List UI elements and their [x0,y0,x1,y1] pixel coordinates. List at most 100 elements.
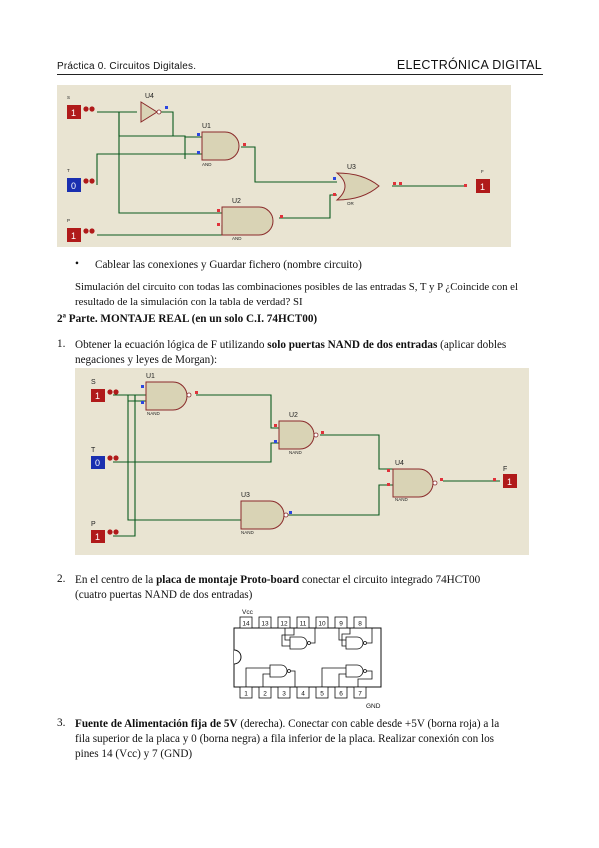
nand-label-u1: U1 [146,373,155,380]
sim-text-line-2: resultado de la simulación con la tabla … [75,296,303,308]
input2-t[interactable] [91,456,105,469]
gate-label-u4: U4 [145,93,154,100]
input2-s[interactable] [91,389,105,402]
gate-tag-u2: AND [232,236,242,241]
ic-bottom-pin-label-2: 2 [263,691,267,698]
input-p-value: 1 [71,231,76,241]
sim-text-line-1: Simulación del circuito con todas las co… [75,281,518,293]
ic-internal-gates [245,628,373,687]
gate-label-u3: U3 [347,164,356,171]
input2-label-p: P [91,521,96,528]
item2-line-1: En el centro de la placa de montaje Prot… [75,574,481,586]
ic-top-pin-label-12: 12 [280,621,288,628]
or-gate-u3 [335,172,380,201]
ic-bottom-pin-box-3 [277,686,291,699]
ic-top-pin-label-14: 14 [242,621,250,628]
item2-number: 2. [57,573,66,585]
output2-f [503,474,517,488]
ic-top-pin-label-10: 10 [318,621,326,628]
item1-number: 1. [57,338,66,350]
nand-gate-u3 [240,500,285,530]
bullet-icon: • [75,258,79,270]
item3-line-1: Fuente de Alimentación fija de 5V (derec… [75,718,500,730]
item3-line-2: fila superior de la placa y 0 (borna neg… [75,733,495,745]
ic-top-pin-label-8: 8 [358,621,362,628]
ic-bottom-pin-box-4 [296,686,310,699]
gate-tag-u1: AND [202,162,212,167]
item3-number: 3. [57,717,66,729]
ic-gnd-label: GND [366,703,381,710]
ic-bottom-pin-box-7 [353,686,367,699]
bullet-text: Cablear las conexiones y Guardar fichero… [95,259,362,271]
nand-tag-u4: NAND [395,497,409,502]
item1-line-2: negaciones y leyes de Morgan): [75,354,218,366]
ic-top-pin-box-14 [239,616,253,629]
input2-p-value: 1 [95,532,100,542]
input-s-value: 1 [71,108,76,118]
ic-top-pin-label-13: 13 [261,621,269,628]
input-p[interactable] [67,228,81,242]
gate-tag-u3: OR [347,201,355,206]
input2-s-value: 1 [95,391,100,401]
circuit-diagram-2: U1 NAND U2 NAND U3 NAND U4 NAND S 1 T 0 … [75,368,529,555]
input2-t-value: 0 [95,458,100,468]
and-gate-u2 [221,206,274,236]
output-f [476,179,490,193]
part2-title: 2ª Parte. MONTAJE REAL (en un solo C.I. … [57,313,318,325]
not-gate-u4 [140,101,158,123]
item3-line-3: pines 14 (Vcc) y 7 (GND) [75,748,193,760]
nand-label-u4: U4 [395,460,404,467]
gate-label-u1: U1 [202,123,211,130]
header-left: Práctica 0. Circuitos Digitales. [57,61,197,72]
ic-bottom-pin-box-6 [334,686,348,699]
ic-top-pin-box-8 [353,616,367,629]
ic-top-pin-box-13 [258,616,272,629]
header-rule [57,74,543,75]
output-label-f: F [481,169,484,174]
nand-label-u2: U2 [289,412,298,419]
ic-bottom-pin-label-6: 6 [339,691,343,698]
ic-top-pins: 14 13 12 11 10 9 8 [239,616,367,629]
ic-top-pin-box-10 [315,616,329,629]
input-label-s: S [67,95,70,100]
nand-tag-u1: NAND [147,411,161,416]
ic-top-pin-box-9 [334,616,348,629]
ic-top-pin-box-12 [277,616,291,629]
item2-line-2: (cuatro puertas NAND de dos entradas) [75,589,253,601]
ic-bottom-pin-label-5: 5 [320,691,324,698]
input-t-value: 0 [71,181,76,191]
ic-top-pin-box-11 [296,616,310,629]
output2-label-f: F [503,466,507,473]
ic-bottom-pin-label-7: 7 [358,691,362,698]
circuit-diagram-1: U4 U1 AND U3 OR U2 AND S 1 T 0 P 1 [57,85,511,247]
ic-vcc-label: Vcc [242,609,254,616]
ic-body [233,627,382,688]
ic-bottom-pin-label-1: 1 [244,691,248,698]
ic-bottom-pin-box-2 [258,686,272,699]
item1-line-1: Obtener la ecuación lógica de F utilizan… [75,339,507,351]
output-f-value: 1 [480,182,485,192]
ic-bottom-pin-label-3: 3 [282,691,286,698]
ic-top-pin-label-9: 9 [339,621,343,628]
input-label-t: T [67,168,70,173]
input-s[interactable] [67,105,81,119]
nand-gate-u2 [278,420,315,450]
ic-bottom-pins: 1 2 3 4 5 6 7 [239,686,367,699]
nand-gate-u1 [145,381,188,411]
header-right: ELECTRÓNICA DIGITAL [396,58,542,72]
input2-label-s: S [91,379,96,386]
input-t[interactable] [67,178,81,192]
ic-top-pin-label-11: 11 [300,621,307,628]
nand-gate-u4 [392,468,434,498]
output2-f-value: 1 [507,477,512,487]
input2-p[interactable] [91,530,105,543]
and-gate-u1 [201,131,240,161]
nand-tag-u2: NAND [289,450,303,455]
ic-notch [233,649,242,665]
input-label-p: P [67,218,70,223]
input2-label-t: T [91,447,96,454]
nand-label-u3: U3 [241,492,250,499]
ic-bottom-pin-label-4: 4 [301,691,305,698]
nand-tag-u3: NAND [241,530,255,535]
